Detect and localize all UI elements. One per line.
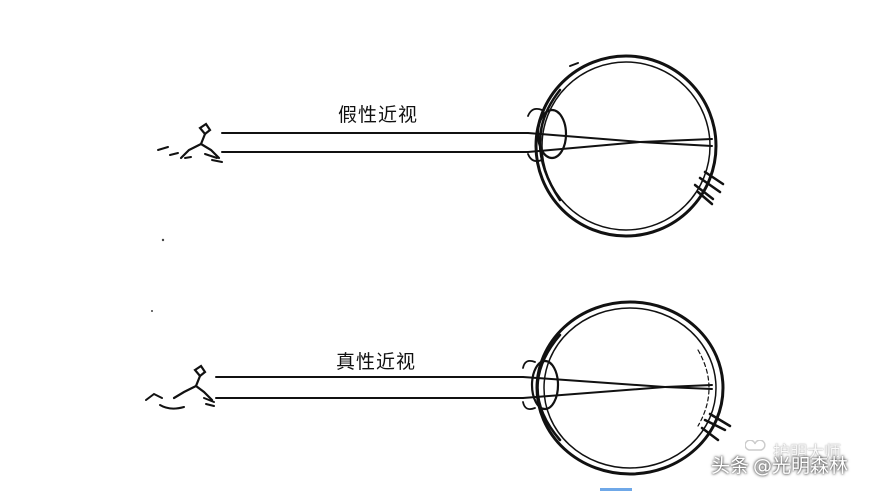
watermark-brand: 护明大师 — [773, 443, 841, 463]
eyeball-bottom — [522, 300, 732, 476]
watermark-source: 头条 @光明森林 — [711, 451, 848, 478]
light-rays-top — [221, 132, 713, 153]
pseudo-myopia-figure — [157, 54, 725, 238]
accent-bar — [600, 488, 632, 491]
true-myopia-figure — [145, 300, 732, 476]
eyeball-top — [527, 54, 725, 238]
watermark-logo-icon — [745, 440, 766, 451]
object-figure-top — [157, 122, 223, 163]
speck-marks — [151, 238, 165, 312]
watermark-platform: 头条 — [711, 455, 750, 477]
light-rays-bottom — [215, 376, 713, 399]
watermark-handle: @光明森林 — [753, 455, 849, 477]
true-myopia-label: 真性近视 — [336, 351, 417, 373]
object-figure-bottom — [145, 364, 215, 410]
pseudo-myopia-label: 假性近视 — [338, 104, 419, 126]
